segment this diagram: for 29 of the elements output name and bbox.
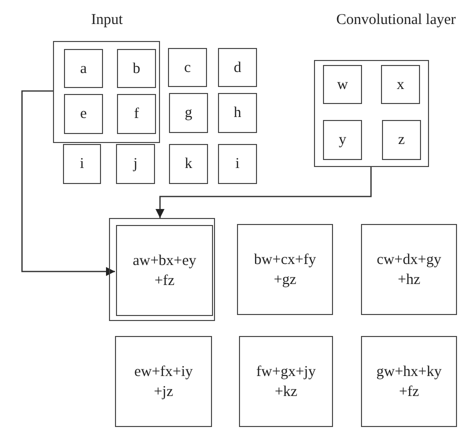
matrix-cell: h (218, 93, 257, 133)
output-cell: gw+hx+ky +fz (361, 336, 457, 427)
matrix-cell: a (64, 49, 103, 88)
section-heading: Input (91, 12, 123, 29)
matrix-cell: f (117, 94, 156, 134)
output-cell: cw+dx+gy +hz (361, 224, 457, 315)
matrix-cell: z (382, 120, 421, 160)
matrix-cell: e (64, 94, 103, 134)
matrix-cell: k (169, 144, 208, 184)
matrix-cell: w (323, 65, 362, 104)
arrow (155, 167, 372, 218)
matrix-cell: i (218, 144, 257, 184)
matrix-cell: y (323, 120, 362, 160)
window-box (53, 41, 160, 143)
matrix-cell: g (169, 93, 208, 133)
output-cell: ew+fx+iy +jz (115, 336, 212, 427)
matrix-cell: d (218, 48, 257, 87)
section-heading: Convolutional layer (336, 12, 456, 29)
output-cell: bw+cx+fy +gz (237, 224, 333, 315)
matrix-cell: c (168, 48, 207, 87)
matrix-cell: j (116, 144, 155, 184)
output-cell: fw+gx+jy +kz (239, 336, 333, 427)
output-cell: aw+bx+ey +fz (116, 225, 213, 316)
window-box (314, 60, 429, 167)
arrow (21, 90, 115, 276)
matrix-cell: x (381, 65, 420, 104)
matrix-cell: b (117, 49, 156, 88)
matrix-cell: i (63, 144, 101, 184)
window-box (109, 218, 215, 321)
